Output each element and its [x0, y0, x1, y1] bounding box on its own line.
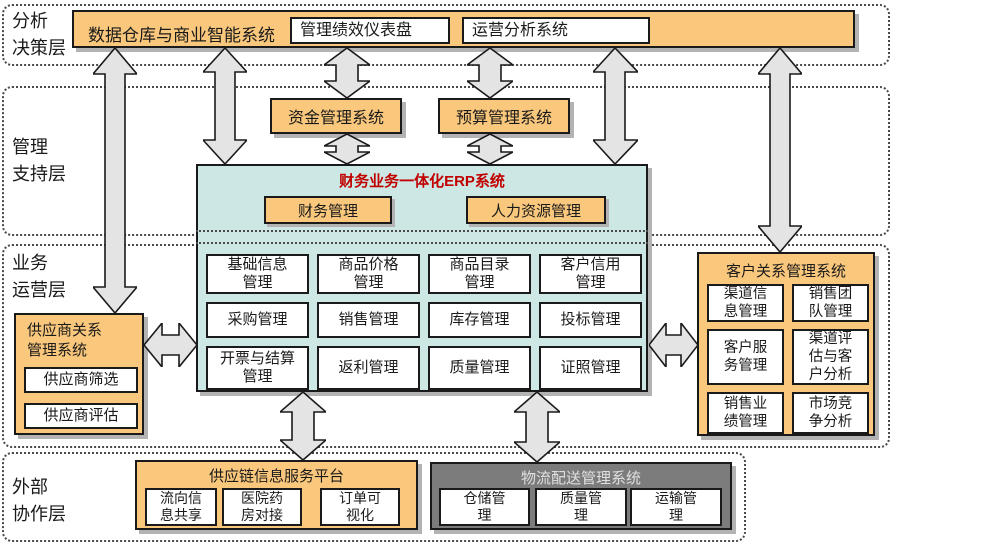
arrow-bi-to-budget	[467, 48, 513, 98]
arrow-erp-to-crm	[649, 323, 698, 367]
arrow-srm-to-erp	[144, 323, 197, 367]
crm-channel-evaluation: 渠道评 估与客 户分析	[792, 329, 869, 385]
scm-order-visualization-box: 订单可 视化	[320, 488, 400, 526]
scm-platform-box: 供应链信息服务平台 流向信 息共享 医院药 房对接 订单可 视化	[135, 460, 418, 530]
arrow-bi-to-fund	[324, 48, 370, 98]
module-inventory: 库存管理	[428, 302, 531, 338]
scm-platform-title: 供应链信息服务平台	[208, 468, 344, 485]
fund-management-box: 资金管理系统	[270, 98, 402, 134]
crm-system-title: 客户关系管理系统	[725, 263, 846, 280]
module-invoicing: 开票与结算 管理	[206, 346, 309, 390]
arrow-bi-to-srm	[93, 48, 137, 313]
module-sales: 销售管理	[317, 302, 420, 338]
layer-label-operations: 业务 运营层	[12, 253, 66, 300]
crm-sales-performance: 销售业 绩管理	[707, 392, 784, 434]
scm-hospital-pharmacy-box: 医院药 房对接	[222, 488, 302, 526]
crm-sales-team: 销售团 队管理	[792, 284, 869, 322]
scm-flow-info-box: 流向信 息共享	[145, 488, 217, 526]
crm-module-grid: 渠道信 息管理 销售团 队管理 客户服 务管理 渠道评 估与客 户分析 销售业 …	[707, 284, 869, 434]
module-customer-credit: 客户信用 管理	[539, 254, 642, 294]
module-price: 商品价格 管理	[317, 254, 420, 294]
logistics-system-box: 物流配送管理系统 仓储管 理 质量管 理 运输管 理	[430, 462, 732, 530]
arrow-bi-to-erp-left	[203, 48, 247, 164]
logistics-quality-box: 质量管 理	[535, 488, 627, 526]
finance-management-box: 财务管理	[264, 196, 392, 224]
hr-management-label: 人力资源管理	[490, 202, 581, 220]
erp-system-box: 财务业务一体化ERP系统 财务管理 人力资源管理 基础信息 管理 商品价格 管理…	[196, 164, 648, 392]
module-license: 证照管理	[539, 346, 642, 390]
crm-market-competition: 市场竞 争分析	[792, 392, 869, 434]
operation-analysis-box: 运营分析系统	[462, 17, 650, 44]
budget-management-label: 预算管理系统	[455, 110, 552, 127]
layer-boundary-line-lower	[196, 242, 648, 244]
module-bidding: 投标管理	[539, 302, 642, 338]
performance-dashboard-box: 管理绩效仪表盘	[290, 17, 450, 44]
arrow-erp-to-scm	[280, 392, 326, 460]
crm-system-box: 客户关系管理系统 渠道信 息管理 销售团 队管理 客户服 务管理 渠道评 估与客…	[697, 252, 875, 436]
erp-module-grid: 基础信息 管理 商品价格 管理 商品目录 管理 客户信用 管理 采购管理 销售管…	[206, 254, 642, 390]
logistics-system-title: 物流配送管理系统	[520, 470, 641, 487]
bi-system-bar: 数据仓库与商业智能系统 管理绩效仪表盘 运营分析系统	[72, 10, 855, 48]
crm-customer-service: 客户服 务管理	[707, 329, 784, 385]
supplier-evaluation-box: 供应商评估	[24, 403, 138, 429]
layer-label-management: 管理 支持层	[12, 137, 66, 184]
logistics-transport-box: 运输管 理	[630, 488, 722, 526]
arrow-erp-to-logistics	[514, 392, 560, 462]
module-quality: 质量管理	[428, 346, 531, 390]
arrow-bi-to-erp-right	[593, 48, 638, 164]
hr-management-box: 人力资源管理	[466, 196, 606, 224]
layer-analysis-frame	[2, 4, 890, 66]
logistics-warehouse-box: 仓储管 理	[439, 488, 530, 526]
finance-management-label: 财务管理	[297, 202, 358, 220]
layer-boundary-line-upper	[196, 230, 648, 232]
arrow-fund-to-erp	[324, 134, 370, 164]
module-rebate: 返利管理	[317, 346, 420, 390]
srm-system-box: 供应商关系 管理系统 供应商筛选 供应商评估	[14, 313, 144, 435]
erp-system-title: 财务业务一体化ERP系统	[339, 173, 505, 190]
module-basic-info: 基础信息 管理	[206, 254, 309, 294]
layer-label-analysis: 分析 决策层	[12, 11, 66, 58]
module-procurement: 采购管理	[206, 302, 309, 338]
layer-label-external: 外部 协作层	[12, 477, 66, 524]
layer-external-frame	[2, 452, 746, 542]
srm-system-title: 供应商关系 管理系统	[27, 322, 103, 360]
budget-management-box: 预算管理系统	[438, 98, 570, 134]
arrow-bi-to-crm	[758, 48, 802, 252]
supplier-screening-box: 供应商筛选	[24, 367, 138, 393]
arrow-budget-to-erp	[467, 134, 513, 164]
crm-channel-info: 渠道信 息管理	[707, 284, 784, 322]
fund-management-label: 资金管理系统	[287, 110, 384, 127]
module-catalog: 商品目录 管理	[428, 254, 531, 294]
bi-system-title: 数据仓库与商业智能系统	[88, 26, 275, 45]
